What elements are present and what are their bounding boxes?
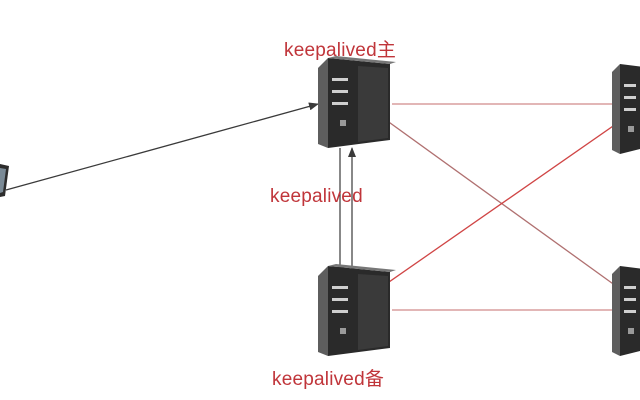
server-icon-backup	[318, 264, 396, 356]
server-icon-real-server-2	[612, 266, 640, 356]
label-keepalived-heartbeat: keepalived	[270, 186, 363, 207]
edge-backup-to-real-server-1	[365, 123, 617, 299]
client-terminal-icon	[0, 164, 9, 197]
edge-client-to-master	[5, 102, 319, 191]
label-keepalived-master: keepalived主	[284, 40, 397, 61]
server-icon-master	[318, 56, 396, 148]
server-icon-real-server-1	[612, 64, 640, 154]
edge-master-to-real-server-2	[385, 119, 617, 287]
label-keepalived-backup: keepalived备	[272, 369, 385, 390]
